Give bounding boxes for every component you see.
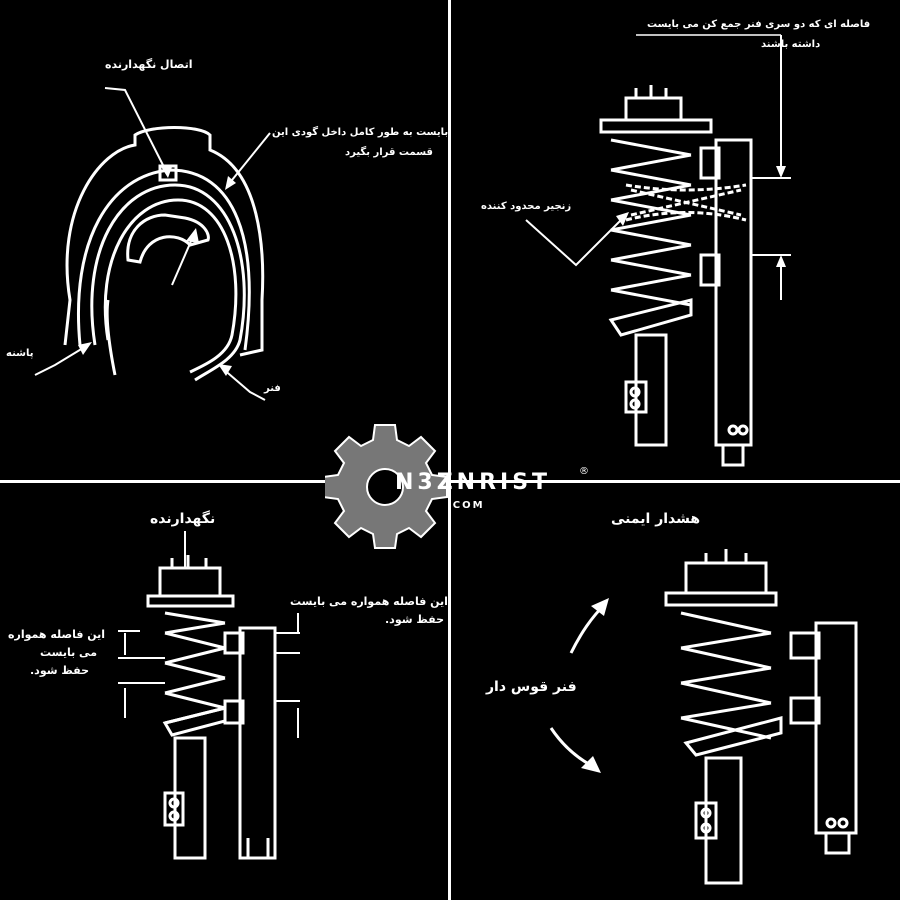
compressor-body: [714, 138, 753, 447]
lower-spring-seat: [608, 298, 693, 337]
upper-spring-seat: [146, 594, 235, 608]
compressor-foot: [721, 445, 745, 467]
compressor-body: [238, 626, 277, 860]
compressor-lower-jaw: [789, 696, 821, 725]
compressor-chain-diagram: [525, 34, 791, 467]
label-arc-spring: فنر قوس دار: [486, 679, 577, 695]
arrowhead-retainer: [160, 165, 172, 178]
compressor-upper-jaw: [699, 146, 721, 180]
leader-spring: [221, 367, 266, 401]
label-distance-line1: فاصله ای که دو سری فنر جمع کن می بایست: [647, 19, 871, 30]
panel-maintain-distance: نگهدارنده این فاصله همواره می بایست حفظ …: [0, 483, 448, 900]
shock-bracket: [624, 380, 648, 414]
label-heel: پاشنه: [6, 348, 34, 359]
label-left-line3: حفظ شود.: [30, 664, 89, 677]
label-left-line2: می بایست: [40, 646, 97, 659]
leader-seat: [227, 132, 271, 186]
upper-spring-seat: [664, 591, 778, 607]
compressor-lower-jaw: [223, 699, 245, 725]
spring-coil-outer: [90, 183, 246, 382]
top-mount: [624, 96, 683, 122]
label-spring: فنر: [264, 383, 281, 394]
label-limit-chain: زنجیر محدود کننده: [481, 201, 572, 212]
label-right-line2: حفظ شود.: [385, 613, 444, 626]
lower-spring-seat: [683, 716, 783, 757]
compressor-body: [814, 621, 858, 835]
label-right-line1: این فاصله همواره می بایست: [290, 595, 448, 608]
watermark-logo: N3ZNRIST ® .COM: [325, 420, 595, 550]
horizontal-divider: [0, 480, 900, 483]
label-left-line1: این فاصله همواره: [8, 628, 106, 641]
lower-spring-seat: [162, 706, 227, 737]
watermark-brand: N3ZNRIST: [395, 470, 552, 495]
arc-arrowhead-top: [591, 598, 609, 616]
label-distance-line2: داشته باشند: [761, 39, 821, 50]
arrowhead-inner: [186, 228, 199, 243]
leader-retainer: [104, 87, 169, 176]
compressor-upper-jaw: [789, 631, 821, 660]
top-mount: [158, 566, 222, 598]
arrowhead-seat: [225, 176, 236, 190]
label-spring-seat-line1: فنر می بایست به طور کامل داخل گودی این: [272, 127, 448, 138]
retainer-tab: [158, 164, 178, 182]
spring-seat-diagram: [34, 87, 271, 401]
gear-icon: [325, 424, 448, 549]
shock-bracket: [694, 801, 718, 840]
label-safety-warning: هشدار ایمنی: [611, 511, 701, 527]
seat-inner-contour: [77, 168, 251, 351]
shock-body: [173, 736, 207, 860]
strut-spring-coils: [610, 138, 692, 307]
spring-coil-inner: [103, 198, 238, 374]
compressor-upper-jaw: [223, 631, 245, 655]
strut-spring-coils: [680, 611, 772, 740]
upper-spring-seat: [599, 118, 713, 134]
leader-heel: [34, 344, 89, 376]
leader-chain: [525, 214, 627, 267]
compressor-foot: [824, 833, 851, 855]
spring-coil-end: [105, 299, 117, 376]
arrowhead-spring: [218, 364, 232, 376]
label-spring-seat-line2: قسمت قرار بگیرد: [345, 147, 433, 158]
label-retainer-connection: اتصال نگهدارنده: [105, 58, 193, 71]
arc-arrowhead-bottom: [581, 756, 601, 773]
panel-safety-warning: هشدار ایمنی فنر قوس دار: [451, 483, 900, 900]
compressor-foot: [246, 838, 270, 860]
compressor-lower-jaw: [699, 253, 721, 287]
arrowhead-heel: [78, 342, 92, 355]
vertical-divider: [448, 0, 451, 900]
shock-body: [704, 756, 743, 885]
strut-spring-coils: [164, 611, 226, 725]
maintain-distance-diagram: [118, 531, 300, 860]
panel-compressor-chain: فاصله ای که دو سری فنر جمع کن می بایست د…: [451, 0, 900, 480]
shock-body: [634, 333, 668, 447]
safety-warning-diagram: [549, 549, 858, 885]
panel-spring-seat: اتصال نگهدارنده فنر می بایست به طور کامل…: [0, 0, 448, 480]
watermark-registered-mark: ®: [579, 466, 589, 477]
shock-bracket: [163, 791, 185, 827]
seat-outer-contour: [63, 126, 265, 357]
top-mount: [684, 561, 768, 595]
label-retainer: نگهدارنده: [150, 511, 216, 527]
seat-slot: [126, 213, 210, 264]
watermark-domain: .COM: [447, 500, 485, 511]
